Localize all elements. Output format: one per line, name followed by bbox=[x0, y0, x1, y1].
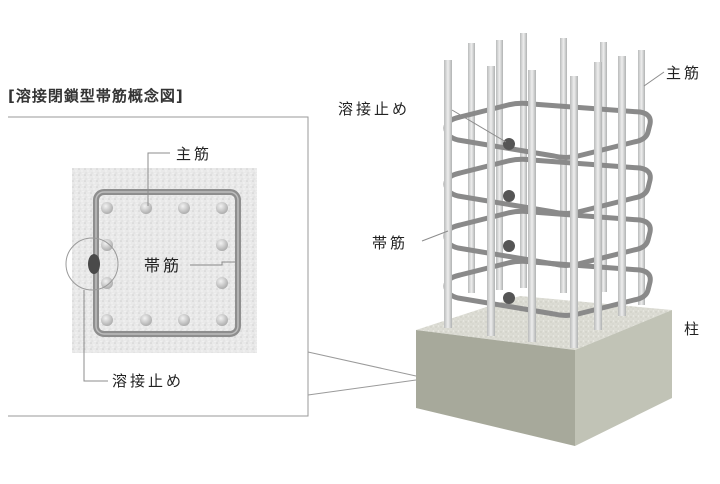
callout-line-top bbox=[307, 351, 417, 377]
iso-bar bbox=[528, 70, 536, 342]
iso-column bbox=[416, 33, 672, 446]
iso-hoop bbox=[443, 156, 653, 216]
iso-bar bbox=[444, 60, 452, 328]
iso-bar bbox=[560, 38, 567, 293]
leader-hoop bbox=[190, 261, 236, 266]
plan-bar bbox=[101, 314, 113, 326]
plan-bar bbox=[216, 314, 228, 326]
plan-label-weld: 溶接止め bbox=[112, 372, 185, 390]
iso-weld-dot bbox=[503, 292, 515, 304]
iso-bar bbox=[618, 56, 626, 316]
column-front-face bbox=[416, 330, 575, 446]
plan-bar bbox=[178, 202, 190, 214]
callout-line-bottom bbox=[307, 379, 417, 396]
iso-hoop bbox=[443, 258, 653, 318]
iso-hoop bbox=[443, 100, 653, 160]
iso-bar bbox=[594, 62, 602, 330]
leader-iso-main-bar bbox=[643, 71, 665, 87]
iso-weld-dot bbox=[503, 190, 515, 202]
iso-label-weld: 溶接止め bbox=[338, 100, 411, 118]
column-side-face bbox=[575, 310, 672, 446]
plan-bar bbox=[178, 314, 190, 326]
iso-front-bars bbox=[444, 56, 626, 348]
iso-weld-dot bbox=[503, 240, 515, 252]
plan-bar bbox=[216, 202, 228, 214]
iso-label-main-bar: 主筋 bbox=[666, 64, 703, 82]
iso-label-hoop: 帯筋 bbox=[372, 234, 409, 252]
iso-weld-dots bbox=[503, 138, 515, 304]
iso-weld-dot bbox=[503, 138, 515, 150]
plan-bar bbox=[101, 239, 113, 251]
weld-highlight-circle bbox=[65, 237, 119, 291]
leader-main-bar bbox=[147, 152, 170, 206]
leader-iso-hoop bbox=[421, 230, 449, 242]
iso-bar bbox=[638, 50, 645, 305]
plan-label-main-bar: 主筋 bbox=[176, 145, 213, 163]
iso-hoops bbox=[443, 100, 653, 318]
diagram-title: [溶接閉鎖型帯筋概念図] bbox=[8, 87, 184, 105]
plan-bar bbox=[140, 314, 152, 326]
leader-weld bbox=[83, 290, 108, 382]
plan-bar bbox=[101, 202, 113, 214]
panel-frame bbox=[8, 116, 309, 417]
plan-bar bbox=[140, 202, 152, 214]
iso-bar bbox=[570, 76, 578, 348]
plan-weld-dot bbox=[88, 254, 100, 274]
column-top-face bbox=[416, 296, 672, 350]
plan-view-panel bbox=[8, 116, 309, 417]
plan-bar bbox=[216, 239, 228, 251]
plan-label-hoop: 帯筋 bbox=[144, 256, 183, 275]
plan-bar bbox=[101, 277, 113, 289]
iso-bar bbox=[487, 66, 495, 336]
plan-main-bars bbox=[101, 202, 228, 326]
plan-bar bbox=[216, 277, 228, 289]
leader-iso-weld bbox=[451, 109, 507, 143]
iso-label-column: 柱 bbox=[684, 320, 703, 338]
